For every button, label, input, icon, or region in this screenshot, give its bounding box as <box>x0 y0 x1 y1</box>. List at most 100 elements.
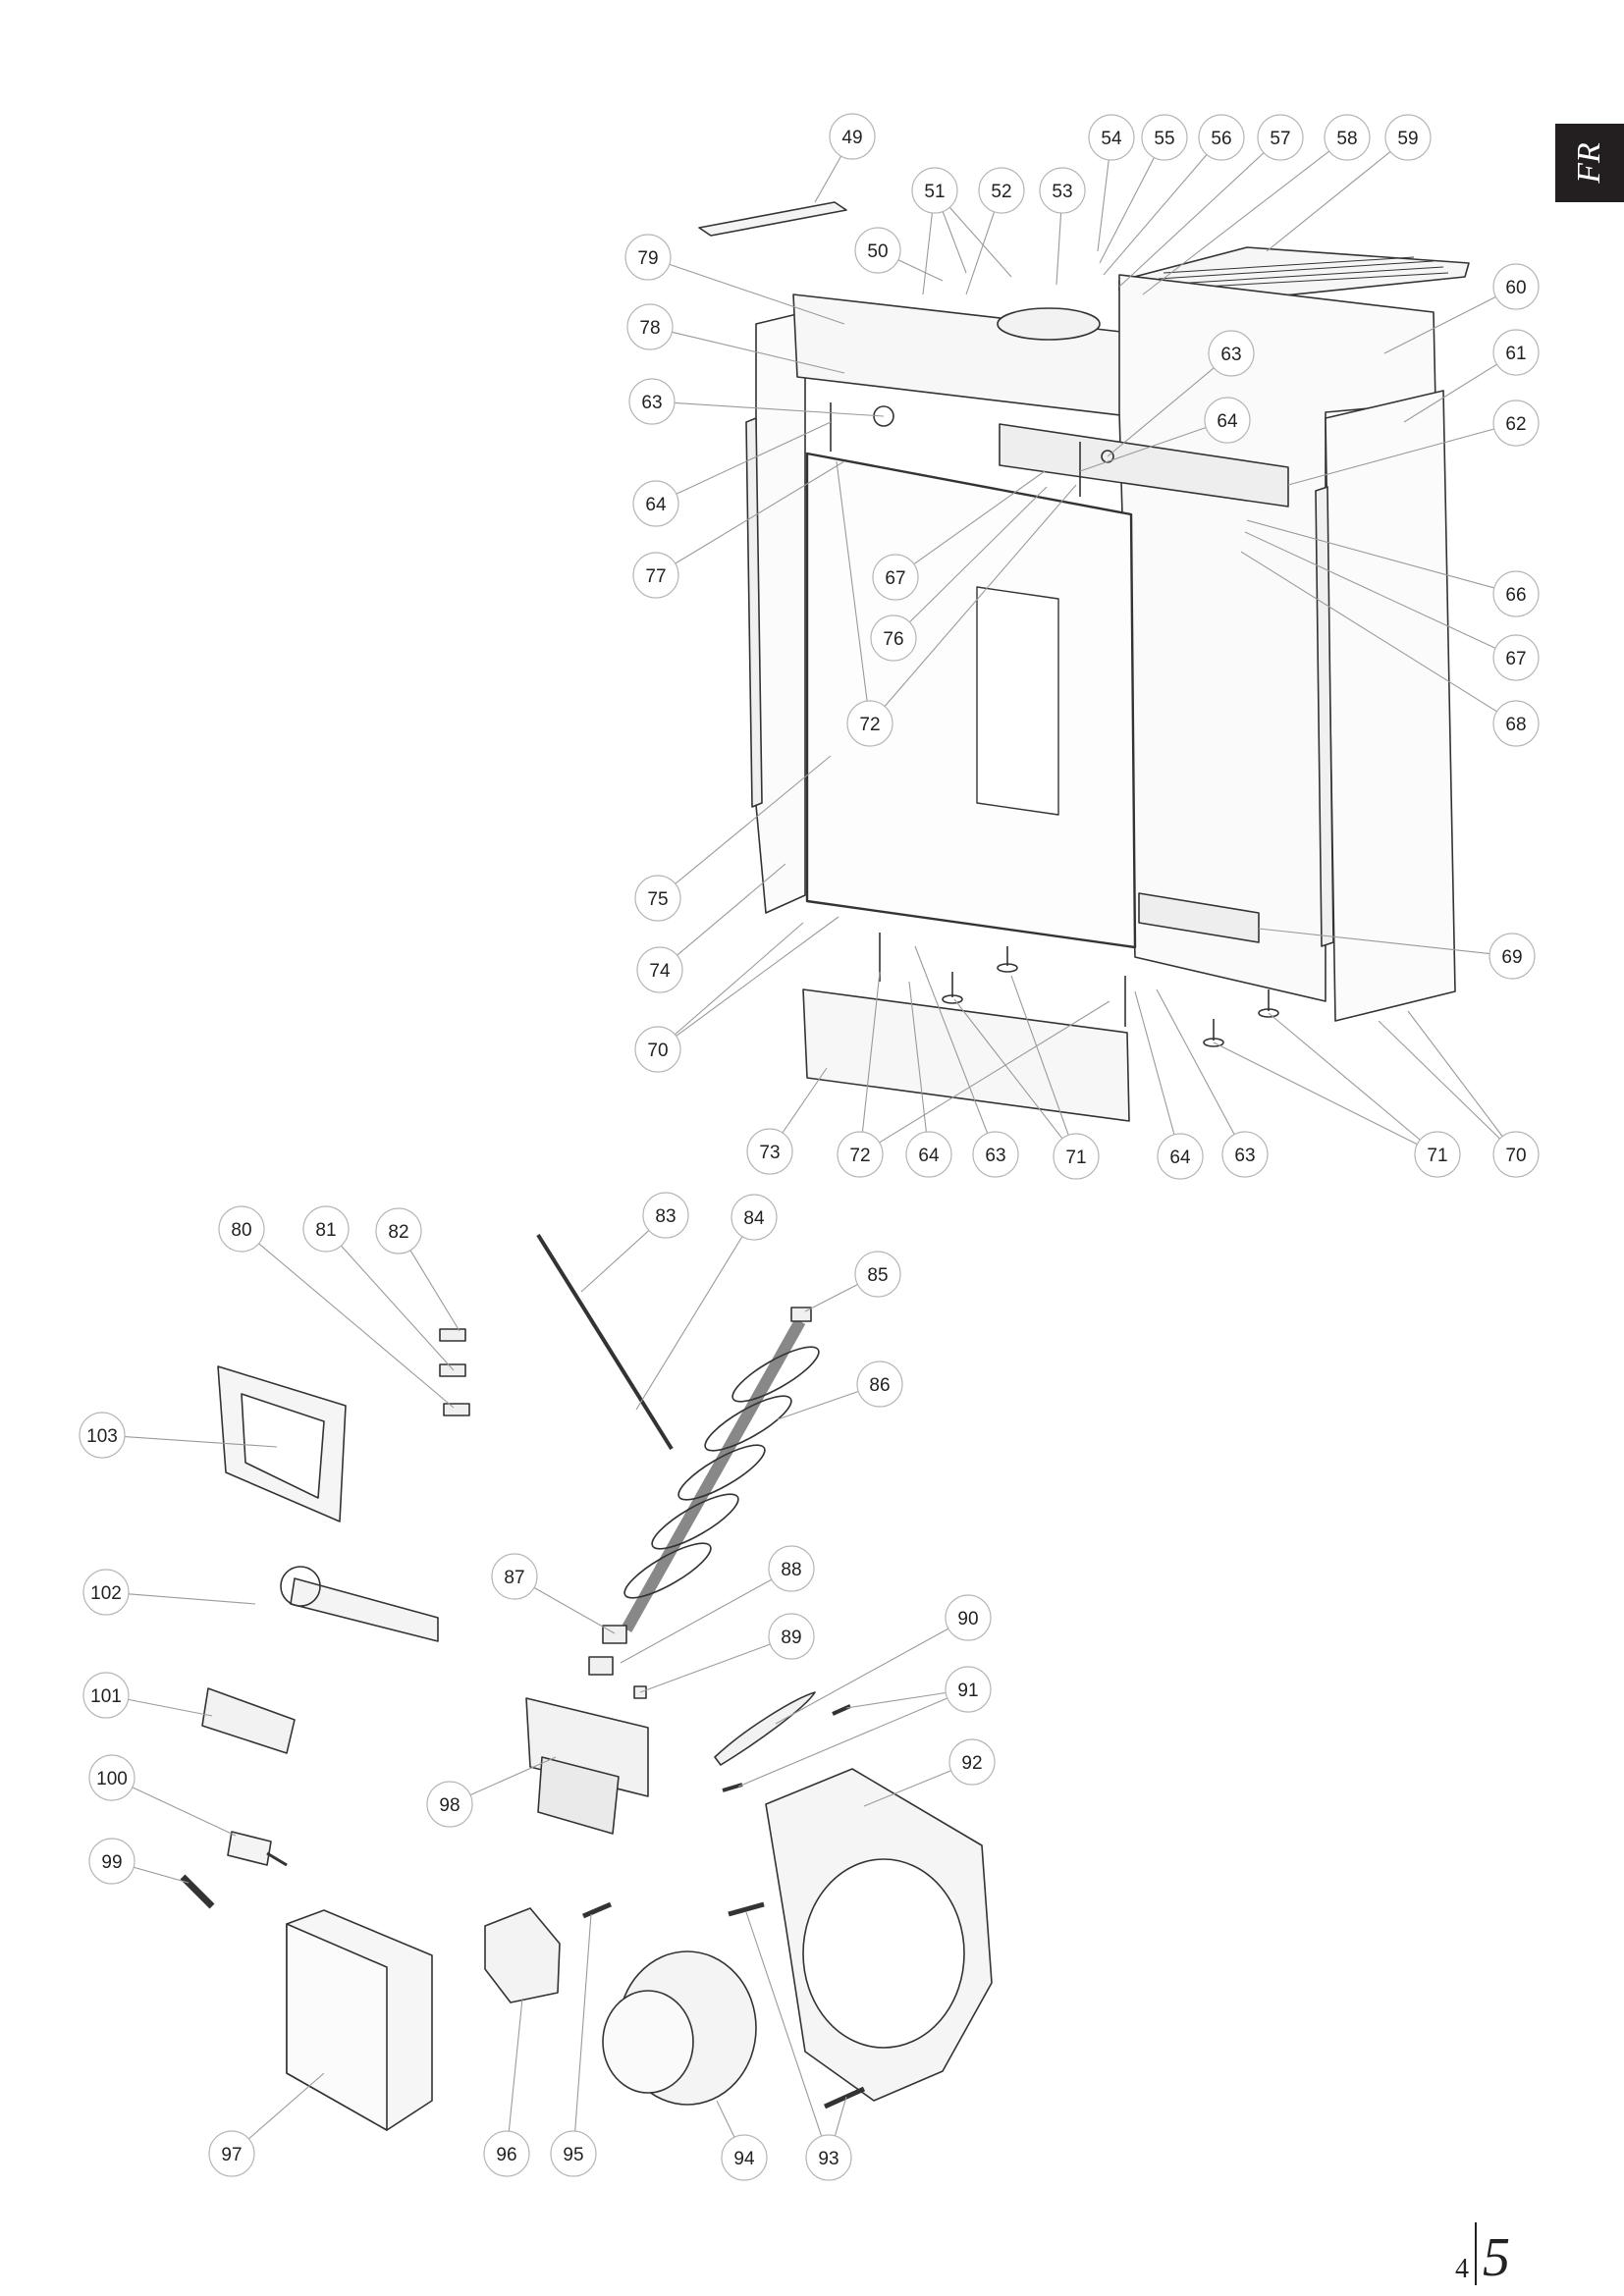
callout-label: 64 <box>918 1146 940 1166</box>
callout-circle <box>1492 634 1540 681</box>
callout-86: 86 <box>856 1361 903 1408</box>
callout-label: 75 <box>647 889 668 910</box>
callout-label: 69 <box>1501 947 1522 968</box>
callout-label: 86 <box>869 1375 890 1396</box>
callout-55: 55 <box>1141 114 1188 161</box>
callout-75: 75 <box>634 875 681 922</box>
callout-label: 70 <box>1505 1146 1526 1166</box>
leader-line-79 <box>669 263 845 325</box>
callout-60: 60 <box>1492 263 1540 310</box>
callout-circle <box>1414 1131 1461 1178</box>
callout-label: 81 <box>315 1220 336 1241</box>
callout-label: 67 <box>885 568 905 589</box>
callout-label: 82 <box>388 1222 408 1243</box>
callout-72: 72 <box>846 700 893 747</box>
callout-78: 78 <box>626 303 674 350</box>
leader-line-84 <box>635 1236 743 1411</box>
callout-circle <box>1324 114 1371 161</box>
callout-67: 67 <box>1492 634 1540 681</box>
callout-circle <box>632 552 679 599</box>
leader-line-92 <box>863 1770 951 1807</box>
callout-64: 64 <box>632 480 679 527</box>
callout-circle <box>1157 1133 1204 1180</box>
callout-circle <box>302 1205 350 1253</box>
callout-92: 92 <box>948 1738 996 1786</box>
leader-line-70 <box>1378 1020 1500 1140</box>
callout-label: 96 <box>496 2145 516 2165</box>
callout-label: 87 <box>504 1568 524 1588</box>
callout-circle <box>768 1613 815 1660</box>
leader-line-63 <box>1107 367 1215 457</box>
leader-line-71 <box>1010 975 1069 1136</box>
callout-circle <box>628 378 676 425</box>
leader-line-94 <box>716 2100 735 2138</box>
callout-label: 97 <box>221 2145 242 2165</box>
page-number-right: 5 <box>1483 2227 1510 2288</box>
callout-circle <box>905 1131 952 1178</box>
callout-label: 64 <box>1169 1148 1191 1168</box>
leader-line-103 <box>124 1435 278 1448</box>
callout-circle <box>978 167 1025 214</box>
callout-label: 54 <box>1101 129 1122 149</box>
callout-circle <box>642 1192 689 1239</box>
callout-85: 85 <box>854 1251 901 1298</box>
callout-64: 64 <box>905 1131 952 1178</box>
page-number: 4 5 <box>1455 2216 1510 2285</box>
callout-50: 50 <box>854 227 901 274</box>
callout-95: 95 <box>550 2130 597 2177</box>
leader-line-64 <box>908 981 927 1133</box>
callout-circle <box>945 1594 992 1641</box>
callout-label: 73 <box>759 1143 780 1163</box>
callout-circle <box>626 303 674 350</box>
leader-line-59 <box>1266 151 1391 252</box>
callout-94: 94 <box>721 2134 768 2181</box>
callout-circle <box>1257 114 1304 161</box>
leader-line-57 <box>1118 152 1265 288</box>
leader-line-78 <box>672 331 845 374</box>
leader-line-71 <box>953 998 1063 1140</box>
callout-circle <box>218 1205 265 1253</box>
callout-label: 60 <box>1505 278 1526 298</box>
callout-circle <box>491 1553 538 1600</box>
leader-line-100 <box>132 1787 237 1837</box>
leader-line-71 <box>1268 1012 1421 1141</box>
callout-80: 80 <box>218 1205 265 1253</box>
callout-56: 56 <box>1198 114 1245 161</box>
callout-label: 83 <box>655 1206 676 1227</box>
callout-62: 62 <box>1492 400 1540 447</box>
callout-69: 69 <box>1489 933 1536 980</box>
leader-line-89 <box>639 1643 771 1693</box>
callout-circle <box>624 234 672 281</box>
callout-70: 70 <box>634 1026 681 1073</box>
callout-52: 52 <box>978 167 1025 214</box>
callout-circle <box>746 1128 793 1175</box>
leader-line-67 <box>1244 531 1496 649</box>
callout-64: 64 <box>1157 1133 1204 1180</box>
callout-99: 99 <box>88 1838 135 1885</box>
callout-87: 87 <box>491 1553 538 1600</box>
leader-line-99 <box>133 1866 189 1884</box>
leader-line-61 <box>1403 363 1497 423</box>
callout-circle <box>945 1666 992 1713</box>
leader-line-64 <box>1079 427 1207 472</box>
leader-line-88 <box>620 1578 773 1664</box>
callout-103: 103 <box>79 1412 126 1459</box>
callout-81: 81 <box>302 1205 350 1253</box>
leader-line-70 <box>1407 1010 1503 1137</box>
callout-82: 82 <box>375 1207 422 1255</box>
callout-49: 49 <box>829 113 876 160</box>
callout-circle <box>483 2130 530 2177</box>
callout-64: 64 <box>1204 397 1251 444</box>
callout-label: 88 <box>781 1560 801 1580</box>
callout-circle <box>846 700 893 747</box>
callout-88: 88 <box>768 1545 815 1592</box>
callout-93: 93 <box>805 2134 852 2181</box>
callout-74: 74 <box>636 946 683 993</box>
callout-circle <box>1208 330 1255 377</box>
leader-line-96 <box>508 1998 523 2132</box>
callout-label: 92 <box>961 1753 982 1774</box>
leader-line-95 <box>574 1913 592 2132</box>
leader-line-98 <box>469 1756 557 1796</box>
callout-label: 72 <box>859 715 880 735</box>
